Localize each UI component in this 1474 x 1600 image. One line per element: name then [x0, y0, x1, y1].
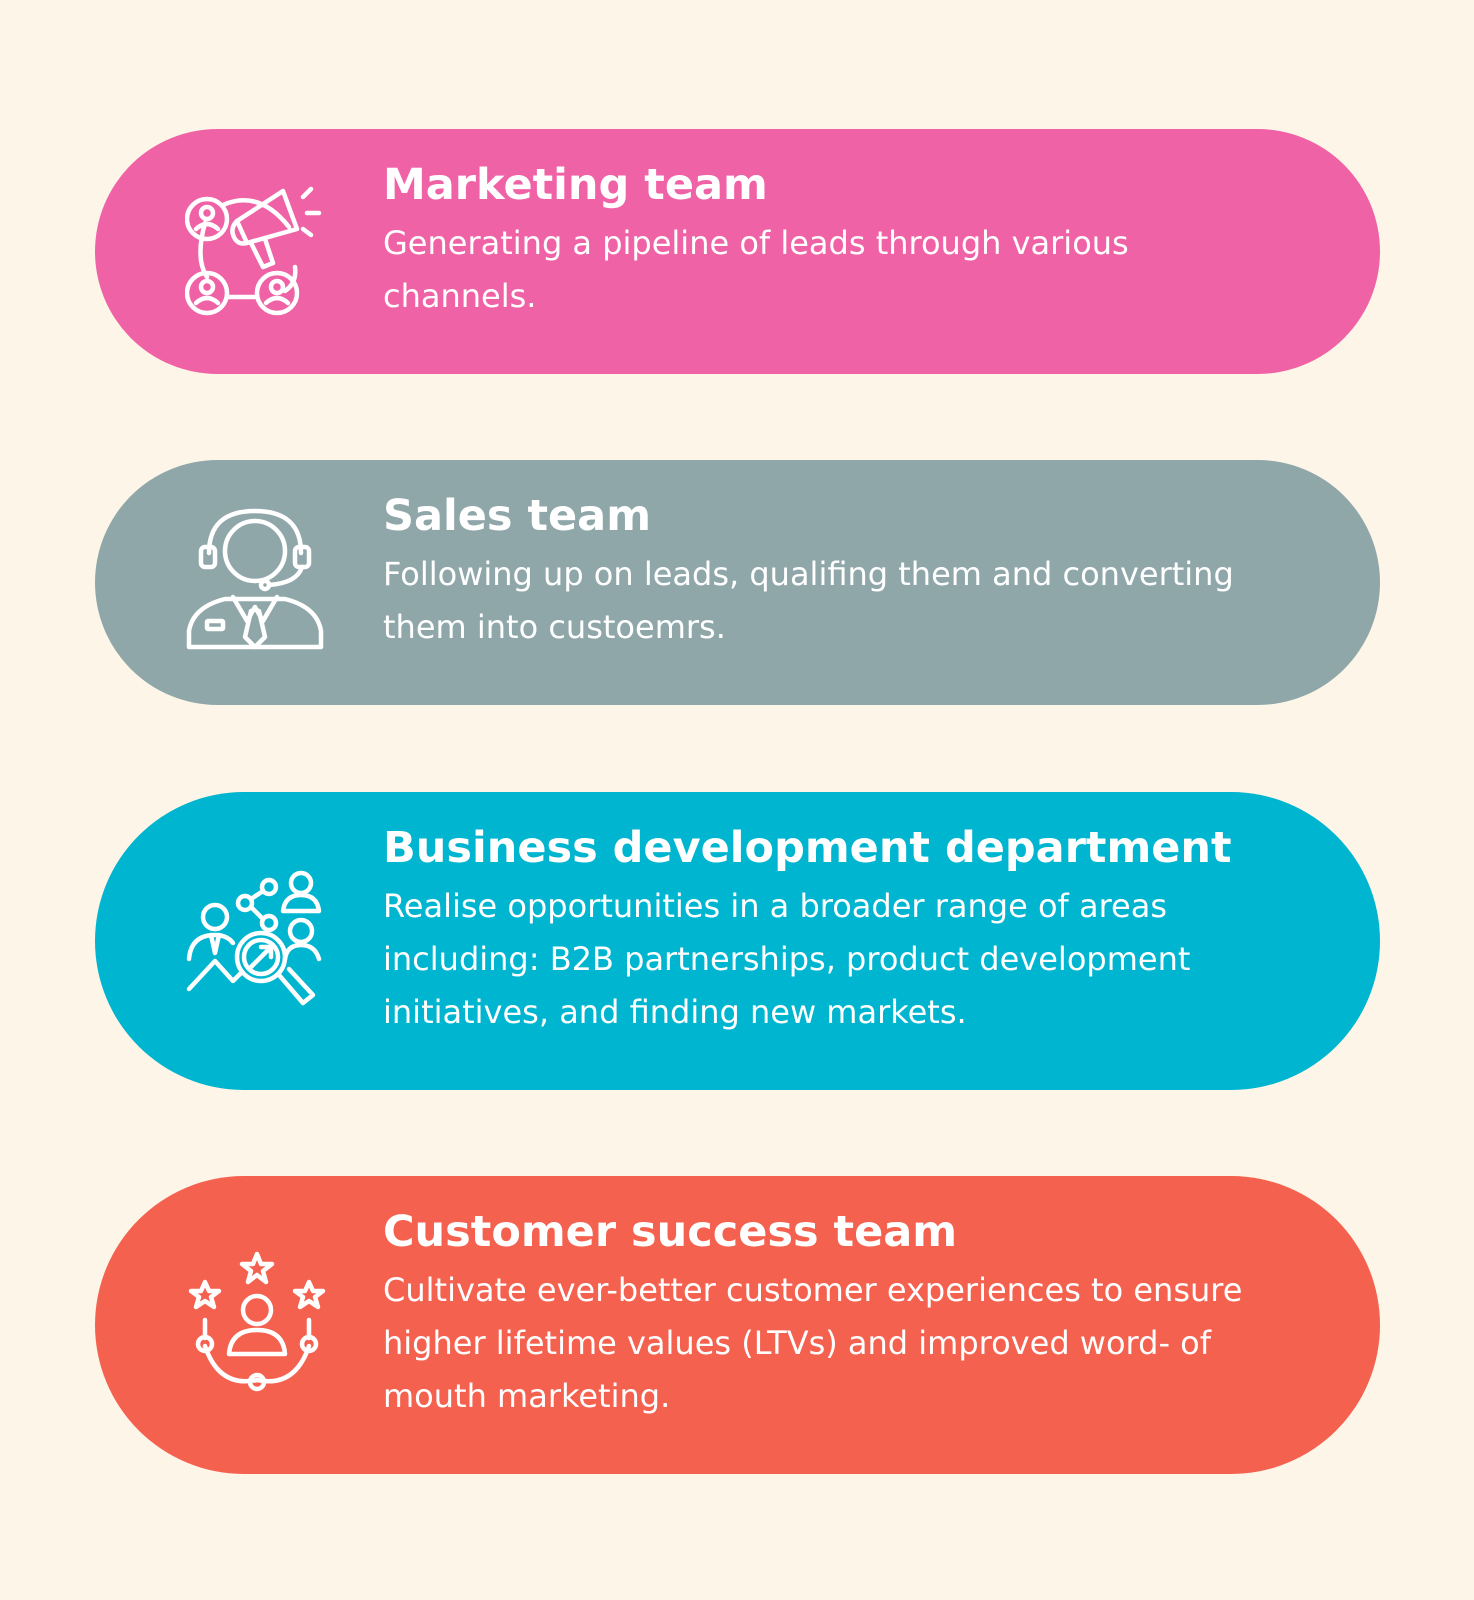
card-sales: Sales team Following up on leads, qualif… [95, 460, 1380, 705]
card-bizdev: Business development department Realise … [95, 792, 1380, 1090]
headset-agent-icon [185, 507, 329, 651]
card-marketing: Marketing team Generating a pipeline of … [95, 129, 1380, 374]
card-bizdev-description: Realise opportunities in a broader range… [383, 887, 1191, 1031]
card-sales-title: Sales team [383, 491, 651, 541]
card-bizdev-title: Business development department [383, 823, 1232, 873]
card-cs: Customer success team Cultivate ever-bet… [95, 1176, 1380, 1474]
card-marketing-description: Generating a pipeline of leads through v… [383, 224, 1129, 315]
card-sales-text: Sales team Following up on leads, qualif… [383, 490, 1290, 654]
opportunity-search-icon [185, 865, 329, 1009]
card-cs-title: Customer success team [383, 1207, 958, 1257]
card-marketing-text: Marketing team Generating a pipeline of … [383, 159, 1290, 323]
card-cs-description: Cultivate ever-better customer experienc… [383, 1271, 1243, 1415]
customer-stars-icon [185, 1250, 329, 1394]
card-bizdev-text: Business development department Realise … [383, 822, 1290, 1039]
card-sales-description: Following up on leads, qualifing them an… [383, 555, 1234, 646]
megaphone-network-icon [185, 179, 329, 323]
card-cs-text: Customer success team Cultivate ever-bet… [383, 1206, 1290, 1423]
card-marketing-title: Marketing team [383, 160, 768, 210]
